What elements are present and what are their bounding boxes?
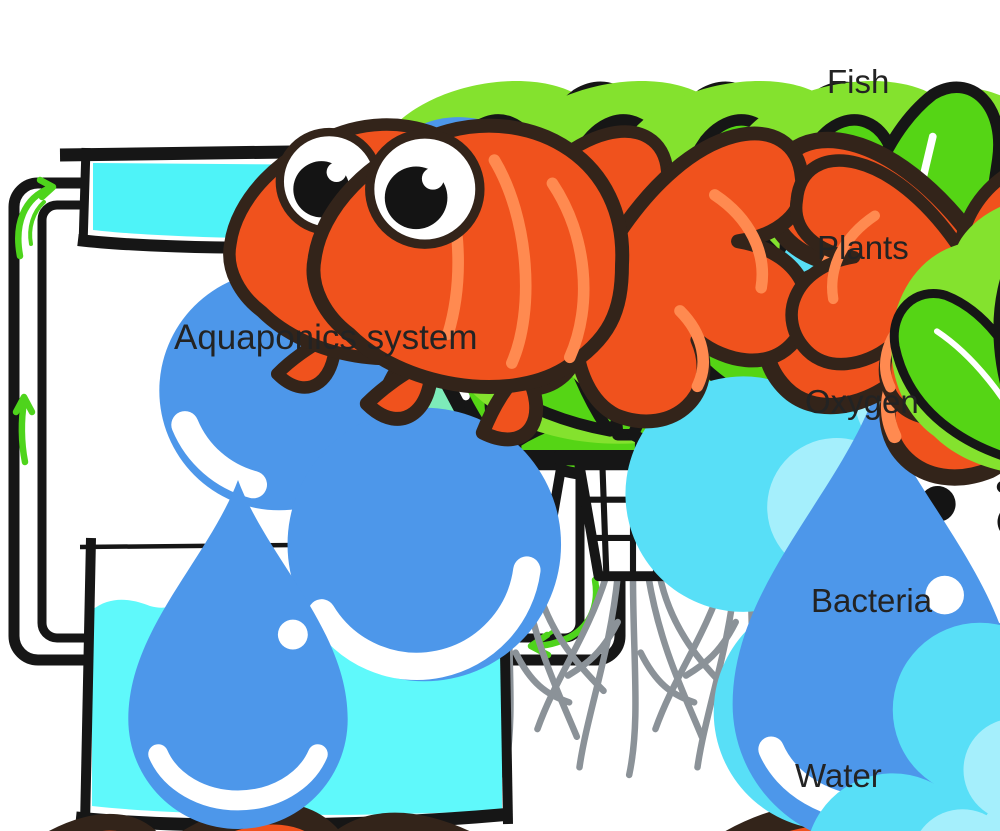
legend-label-water: Water — [795, 757, 882, 794]
diagram-title: Aquaponics system — [174, 318, 478, 357]
legend-label-oxygen: Oxygen — [805, 383, 919, 420]
legend-label-plants: Plants — [817, 229, 909, 266]
flow-arrow-left-up — [12, 393, 36, 466]
flow-arrow-top-left — [15, 176, 57, 260]
legend-label-bacteria: Bacteria — [811, 582, 933, 619]
legend-label-fish: Fish — [827, 63, 890, 100]
